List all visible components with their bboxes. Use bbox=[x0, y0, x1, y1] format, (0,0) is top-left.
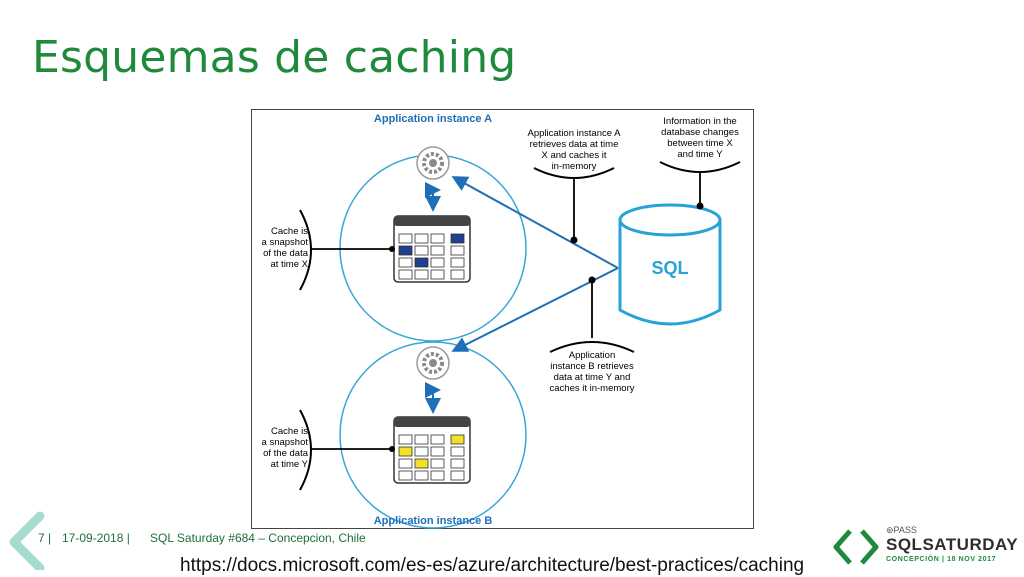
gear-icon-a bbox=[416, 146, 450, 180]
note-cache-y: Cache is a snapshot of the data at time … bbox=[262, 426, 309, 470]
svg-text:of the data: of the data bbox=[263, 448, 309, 459]
svg-text:Application instance A: Application instance A bbox=[528, 128, 622, 139]
gear-icon-b bbox=[416, 346, 450, 380]
svg-text:Cache is: Cache is bbox=[271, 426, 308, 437]
chevron-logo-icon bbox=[0, 510, 60, 573]
instance-a-label: Application instance A bbox=[374, 113, 492, 125]
logo-subtitle: CONCEPCIÓN | 18 NOV 2017 bbox=[886, 556, 997, 563]
note-retrieve-a: Application instance A retrieves data at… bbox=[528, 128, 622, 172]
svg-text:between time X: between time X bbox=[667, 138, 733, 149]
sqlsaturday-logo: ⊛PASS SQLSATURDAY CONCEPCIÓN | 18 NOV 20… bbox=[830, 525, 1018, 571]
svg-text:retrieves data at time: retrieves data at time bbox=[530, 139, 619, 150]
svg-text:X and caches it: X and caches it bbox=[542, 150, 607, 161]
sqlsaturday-chevron-icon bbox=[833, 529, 879, 565]
svg-text:in-memory: in-memory bbox=[552, 161, 597, 172]
logo-pass: ⊛PASS bbox=[886, 525, 917, 535]
event-name: SQL Saturday #684 – Concepcion, Chile bbox=[150, 531, 366, 545]
cache-grid-b bbox=[393, 416, 471, 484]
page-number: 7 | bbox=[38, 531, 52, 545]
svg-text:instance B retrieves: instance B retrieves bbox=[550, 361, 634, 372]
svg-text:at time Y: at time Y bbox=[271, 459, 309, 470]
svg-text:of the data: of the data bbox=[263, 248, 309, 259]
svg-text:Cache is: Cache is bbox=[271, 226, 308, 237]
svg-text:and time Y: and time Y bbox=[677, 149, 723, 160]
slide-date: 17-09-2018 | bbox=[62, 531, 130, 545]
db-label: SQL bbox=[651, 258, 688, 278]
logo-name: SQLSATURDAY bbox=[886, 535, 1019, 554]
svg-text:a snapshot: a snapshot bbox=[262, 437, 309, 448]
note-cache-x: Cache is a snapshot of the data at time … bbox=[262, 226, 309, 270]
instance-b-circle bbox=[339, 341, 527, 529]
cache-grid-a bbox=[393, 215, 471, 283]
svg-text:database changes: database changes bbox=[661, 127, 739, 138]
note-retrieve-b: Application instance B retrieves data at… bbox=[550, 350, 635, 394]
sql-database-icon: SQL bbox=[618, 203, 722, 326]
svg-text:Application: Application bbox=[569, 350, 615, 361]
caching-diagram: Application instance A Application insta… bbox=[251, 109, 754, 529]
svg-text:Information in the: Information in the bbox=[663, 116, 736, 127]
svg-text:caches it in-memory: caches it in-memory bbox=[550, 383, 635, 394]
svg-text:data at time Y and: data at time Y and bbox=[554, 372, 631, 383]
svg-text:a snapshot: a snapshot bbox=[262, 237, 309, 248]
slide-title: Esquemas de caching bbox=[32, 32, 517, 83]
instance-b-label: Application instance B bbox=[374, 515, 493, 527]
note-db-change: Information in the database changes betw… bbox=[661, 116, 739, 160]
svg-text:at time X: at time X bbox=[271, 259, 309, 270]
source-url[interactable]: https://docs.microsoft.com/es-es/azure/a… bbox=[180, 555, 805, 576]
